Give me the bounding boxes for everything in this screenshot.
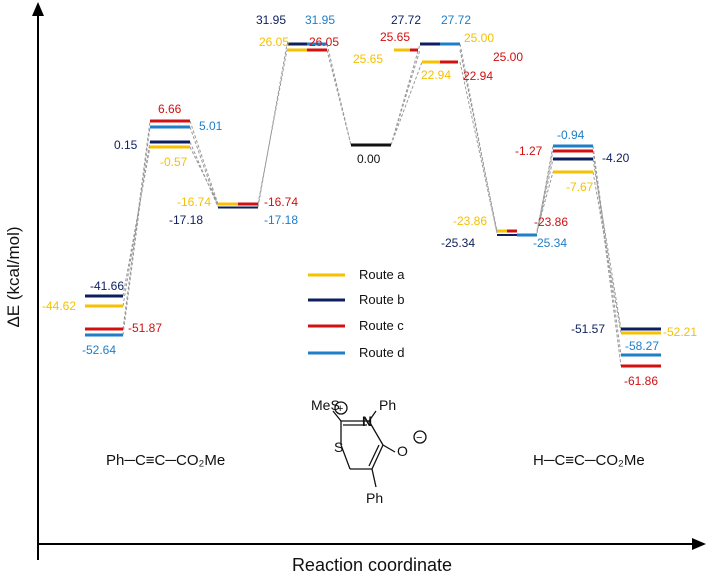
x-axis-label: Reaction coordinate xyxy=(292,555,452,575)
stage-3-levels xyxy=(218,202,258,209)
label-c-s4: 26.05 xyxy=(309,35,339,49)
label-b-s7: -25.34 xyxy=(441,236,475,250)
compound-methyl-propiolate: H─C≡C─CO₂Me xyxy=(533,452,645,469)
stage-1-levels xyxy=(85,294,123,337)
compound-phenyl-propiolate: Ph─C≡C─CO₂Me xyxy=(106,452,225,469)
label-a-s7: -23.86 xyxy=(453,214,487,228)
y-axis-label: ΔE (kcal/mol) xyxy=(4,226,23,327)
label-d-s1: -52.64 xyxy=(82,343,116,357)
legend-label-route-a: Route a xyxy=(359,267,405,282)
thiazolium-olate-molecule xyxy=(332,401,427,488)
label-a-s1: -44.62 xyxy=(42,299,76,313)
label-a-s3: -16.74 xyxy=(177,195,211,209)
stage-4-levels xyxy=(287,42,327,52)
label-a-s6-right: 25.00 xyxy=(464,31,494,45)
label-c-s7: -23.86 xyxy=(534,215,568,229)
label-d-s3: -17.18 xyxy=(264,213,298,227)
label-b-s9: -51.57 xyxy=(571,322,605,336)
mol-s-label: S xyxy=(334,439,343,455)
mol-n-label: N xyxy=(362,413,372,429)
label-a-s8: -7.67 xyxy=(566,180,594,194)
legend: Route a Route b Route c Route d xyxy=(308,267,405,360)
label-a-s4: 26.05 xyxy=(259,35,289,49)
label-c-s8: -1.27 xyxy=(515,144,543,158)
stage-2-levels xyxy=(150,119,190,149)
dashed-connectors xyxy=(122,43,622,367)
label-a-s6-left: 25.65 xyxy=(353,52,383,66)
label-c-s3: -16.74 xyxy=(264,195,298,209)
label-b-s6-left: 27.72 xyxy=(391,13,421,27)
label-ref-s5: 0.00 xyxy=(357,152,381,166)
label-b-s4: 31.95 xyxy=(256,13,286,27)
label-b-s1: -41.66 xyxy=(90,279,124,293)
mol-ph-bottom-label: Ph xyxy=(366,490,383,506)
mol-mes-label: MeS xyxy=(311,397,340,413)
label-c-s6-low: 22.94 xyxy=(463,69,493,83)
label-d-s4: 31.95 xyxy=(305,13,335,27)
stage-7-levels xyxy=(497,229,537,237)
legend-label-route-b: Route b xyxy=(359,292,405,307)
label-d-s2: 5.01 xyxy=(199,119,223,133)
label-b-s2: 0.15 xyxy=(114,138,138,152)
label-d-s9: -58.27 xyxy=(625,339,659,353)
label-d-s8: -0.94 xyxy=(557,128,585,142)
label-c-s1: -51.87 xyxy=(128,321,162,335)
label-c-s6-right: 25.00 xyxy=(493,50,523,64)
mol-o-label: O xyxy=(397,443,408,459)
mol-ph-n-label: Ph xyxy=(379,397,396,413)
label-b-s6-right: 27.72 xyxy=(441,13,471,27)
label-a-s6-low: 22.94 xyxy=(421,68,451,82)
label-d-s7: -25.34 xyxy=(533,236,567,250)
label-c-s2: 6.66 xyxy=(158,102,182,116)
stage-8-levels xyxy=(553,144,593,174)
legend-label-route-c: Route c xyxy=(359,318,404,333)
stage-9-levels xyxy=(621,327,661,368)
mol-plus-sign: + xyxy=(337,403,343,415)
legend-label-route-d: Route d xyxy=(359,345,405,360)
mol-minus-sign: − xyxy=(416,432,422,444)
label-a-s2: -0.57 xyxy=(160,155,188,169)
stage-6-levels xyxy=(394,42,460,64)
label-a-s9: -52.21 xyxy=(663,325,697,339)
label-c-s6-left: 25.65 xyxy=(380,30,410,44)
x-axis-arrowhead xyxy=(692,538,706,550)
label-b-s8: -4.20 xyxy=(602,151,630,165)
label-b-s3: -17.18 xyxy=(169,213,203,227)
label-c-s9: -61.86 xyxy=(624,374,658,388)
y-axis-arrowhead xyxy=(32,2,44,16)
